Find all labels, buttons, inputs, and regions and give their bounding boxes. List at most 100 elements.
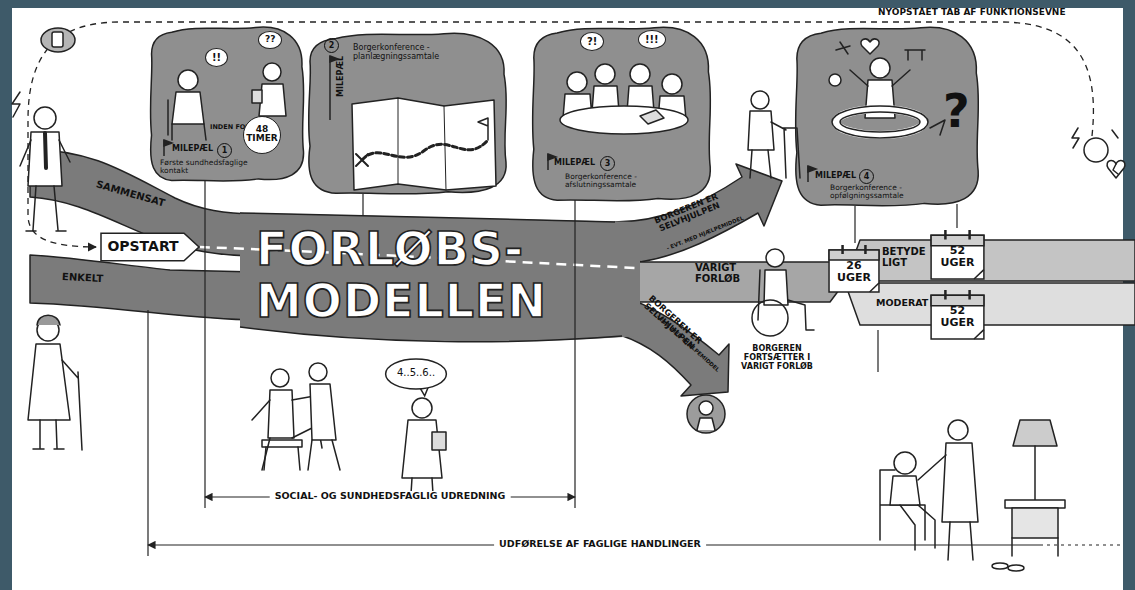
person-figure: [748, 111, 774, 150]
milestone-number: 4: [859, 169, 874, 184]
person-figure: [766, 249, 784, 267]
loop-caption: NYOPSTÅET TAB AF FUNKTIONSEVNE: [878, 8, 1066, 18]
exclamation-bubble: !!: [205, 48, 228, 67]
bracket-line: [1040, 544, 1120, 545]
person-figure: [310, 384, 336, 440]
calendar-icon: 52 UGER: [930, 288, 985, 340]
person-figure: [948, 420, 968, 440]
milestone-title: MILEPÆL: [554, 159, 595, 168]
person-figure: [12, 28, 1125, 571]
calendar-outline: [829, 250, 879, 260]
calendar-outline: [974, 270, 984, 279]
pathway-road: [30, 255, 260, 320]
question-bubble: ??: [258, 31, 282, 49]
pathway-road: [240, 213, 615, 222]
calendar-outline: [931, 235, 984, 279]
person-figure: [28, 344, 70, 420]
milestone-number: 2: [324, 38, 339, 53]
milestone-description: Borgerkonference -planlægningssamtale: [353, 44, 501, 62]
span-label: SOCIAL- OG SUNDHEDSFAGLIG UDREDNING: [270, 491, 511, 501]
start-label: OPSTART: [100, 239, 186, 254]
calendar-outline: [931, 295, 984, 339]
span-label: UDFØRELSE AF FAGLIGE HANDLINGER: [494, 539, 706, 549]
bracket-line: [956, 204, 957, 228]
person-figure: [45, 133, 46, 168]
person-figure: [750, 122, 800, 178]
milestone-cloud: !!??INDEN FOR48 TIMERMILEPÆL1Første sund…: [150, 26, 305, 182]
calendar-outline: [870, 283, 879, 292]
person-figure: [432, 432, 446, 450]
milestone-number: 1: [217, 143, 232, 158]
person-figure: [33, 360, 82, 450]
bubble-outline: [386, 359, 447, 389]
duration-text: 52 UGER: [937, 305, 978, 328]
person-figure: [894, 452, 916, 474]
question-mark: ?: [943, 86, 970, 137]
calendar-outline: [945, 290, 969, 299]
person-figure: [918, 455, 973, 560]
outcome-label: BORGEREN FORTSÆTTER I VARIGT FORLØB: [735, 345, 819, 371]
pathway-road: [240, 213, 640, 342]
person-figure: [900, 505, 935, 550]
exclamation-bubble: !!!: [638, 30, 666, 49]
calendar-outline: [945, 230, 969, 239]
person-figure: [1107, 161, 1125, 178]
bracket-line: [362, 194, 363, 216]
duration-text: 26 UGER: [834, 260, 874, 283]
person-figure: [880, 470, 925, 540]
person-figure: [34, 107, 56, 129]
person-figure: [751, 91, 769, 109]
person-figure: [752, 300, 788, 336]
paper: [12, 8, 1123, 590]
person-figure: [764, 270, 788, 305]
person-figure: [264, 447, 300, 470]
person-figure: [697, 418, 715, 430]
person-figure: [890, 476, 920, 505]
bracket-line: [148, 180, 1120, 556]
cloud-outline: [309, 33, 507, 194]
person-figure: [28, 132, 62, 186]
calendar-outline: [974, 330, 984, 339]
speech-bubble: 4..5..6..: [385, 358, 447, 390]
milestone-cloud: MILEPÆL2 Borgerkonference -planlægningssa…: [308, 32, 508, 195]
person-figure: [309, 363, 327, 381]
milestone-cloud: ? MILEPÆL4Borgerkonference -opfølgningssa…: [795, 26, 980, 207]
person-figure: [1013, 420, 1057, 446]
person-figure: [402, 420, 442, 478]
person-figure: [1034, 446, 1036, 500]
cloud-outline: [796, 27, 979, 206]
bracket-line: [147, 310, 148, 556]
milestone-title: MILEPÆL: [337, 41, 346, 111]
person-figure: [412, 398, 432, 418]
person-figure: [37, 319, 59, 341]
bracket-line: [204, 180, 205, 508]
track-label: VARIGT FORLØB: [695, 262, 755, 284]
person-figure: [271, 369, 289, 387]
person-figure: [12, 92, 20, 117]
person-figure: [308, 440, 340, 470]
milestone-description: Borgerkonference -afslutningssamtale: [565, 173, 700, 190]
track-label: BETYDELIGT: [882, 246, 928, 268]
person-figure: [1113, 164, 1118, 174]
pathway-road: [845, 240, 1135, 281]
start-sign: OPSTART: [100, 233, 200, 261]
cloud-outline: [533, 27, 711, 201]
duration-text: 52 UGER: [937, 245, 978, 268]
bracket-line: [877, 330, 878, 372]
person-figure: [20, 140, 70, 231]
milestone-description: Borgerkonference -opfølgningssamtale: [830, 184, 970, 201]
person-figure: [699, 401, 713, 415]
person-figure: [758, 270, 814, 330]
model-title: MODELLEN: [256, 276, 547, 327]
person-figure: [268, 390, 294, 438]
bracket-line: [854, 206, 855, 243]
person-figure: [1005, 500, 1065, 508]
milestone-title: MILEPÆL: [815, 172, 856, 181]
person-figure: [52, 32, 63, 47]
branch-label: ENKELT: [62, 271, 104, 284]
loop-arrow: [28, 22, 1093, 247]
person-figure: [942, 443, 978, 522]
person-figure: [1012, 508, 1058, 538]
